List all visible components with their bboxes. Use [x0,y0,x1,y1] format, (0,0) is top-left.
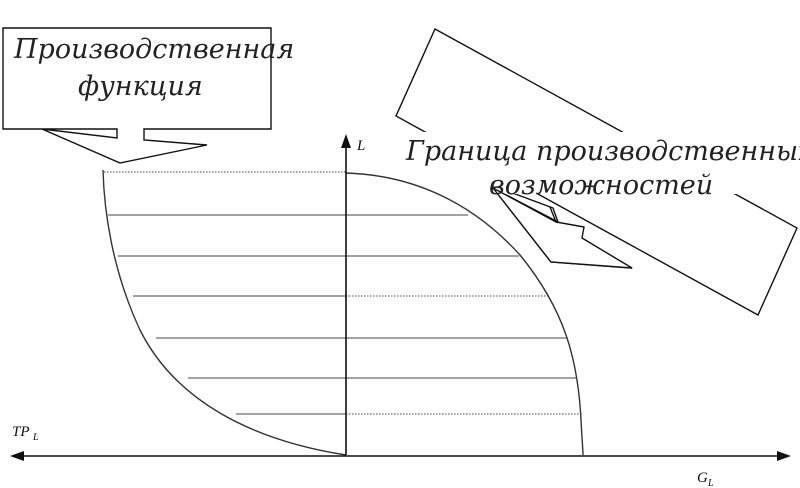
ppf-callout-arrow [492,187,633,269]
ppf-label-line1: Граница производственных [405,136,800,167]
left-axis-label-subscript: L [32,432,39,443]
left-axis-label: TP [12,424,30,440]
production-function-callout: Производственная функция [2,27,294,164]
ppf-label-line2: возможностей [489,170,713,201]
production-function-hatching [104,171,346,415]
production-function-callout-shape [2,27,272,164]
ppf-label-backdrop [402,132,766,194]
production-function-label-line2: функция [78,71,203,102]
ppf-curve [345,172,584,456]
right-axis-label-subscript: L [707,478,714,488]
vertical-axis-label: L [356,138,365,154]
ppf-callout: Граница производственных возможностей [395,28,800,316]
production-function-label-line1: Производственная [13,34,294,65]
production-function-curve [102,169,347,456]
right-axis-label: G [697,470,708,486]
ppf-hatching [346,214,583,415]
vertical-axis-arrow [341,134,351,148]
horizontal-axis-right-arrow [777,451,791,461]
horizontal-axis-left-arrow [10,451,24,461]
